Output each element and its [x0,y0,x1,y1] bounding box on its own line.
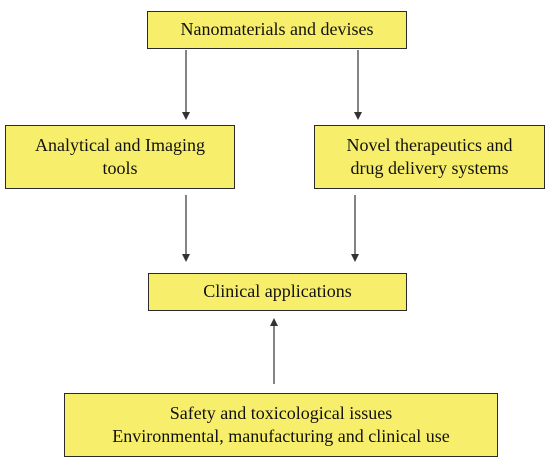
node-nanomaterials-and-devises: Nanomaterials and devises [147,11,407,49]
arrowhead-nanomaterials-to-therapeutics [354,112,362,120]
arrowhead-safety-to-clinical [270,318,278,326]
node-label-line: Analytical and Imaging [35,134,205,155]
node-label-line: Novel therapeutics and [346,134,513,155]
node-analytical-and-imaging-tools: Analytical and Imaging tools [5,125,235,189]
arrowhead-therapeutics-to-clinical [351,254,359,262]
node-label-line: Environmental, manufacturing and clinica… [112,426,450,446]
arrowhead-analytical-to-clinical [182,254,190,262]
node-novel-therapeutics: Novel therapeutics and drug delivery sys… [314,125,545,189]
node-safety-and-toxicological-issues: Safety and toxicological issues Environm… [64,393,498,457]
node-label-line: tools [102,158,138,178]
node-clinical-applications: Clinical applications [148,273,407,311]
node-label-line: drug delivery systems [350,158,509,178]
node-label-line: Safety and toxicological issues [169,402,393,423]
node-label-line: Nanomaterials and devises [180,19,374,40]
node-label-line: Clinical applications [203,281,352,302]
arrowhead-nanomaterials-to-analytical [182,112,190,120]
